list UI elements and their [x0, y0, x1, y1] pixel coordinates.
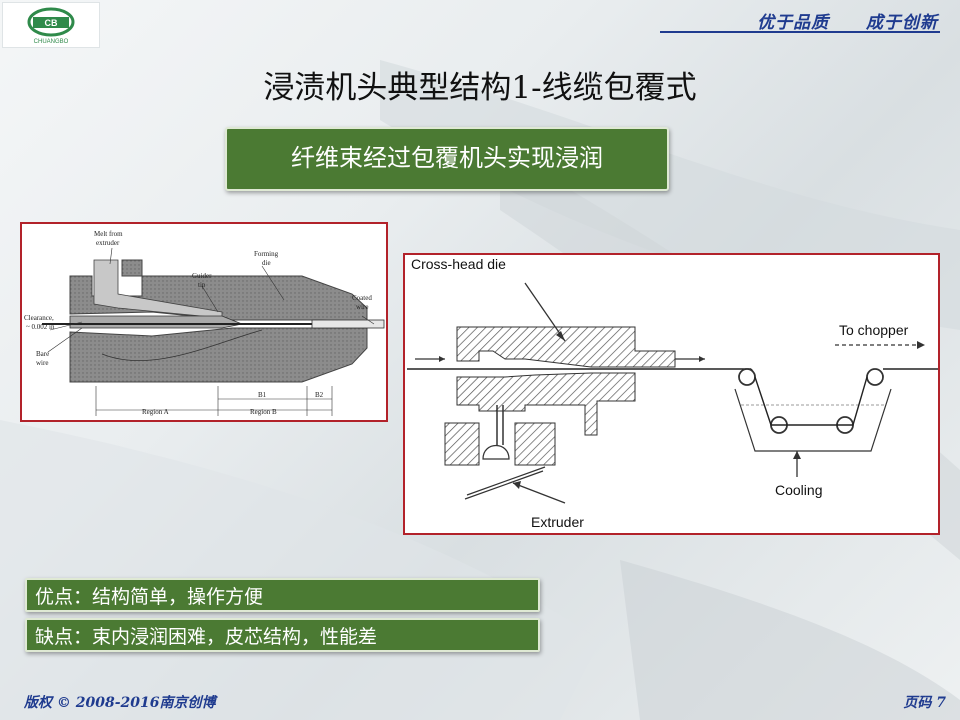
subtitle-box: 纤维束经过包覆机头实现浸润 [225, 127, 669, 191]
page-number: 页码 7 [903, 695, 946, 711]
label-forming: Forming [254, 250, 279, 258]
svg-text:CHUANGBO: CHUANGBO [34, 39, 69, 45]
label-b1: B1 [258, 391, 267, 399]
label-chopper: To chopper [839, 322, 909, 338]
crosshead-die-lower [456, 372, 636, 436]
crosshead-die-upper [456, 326, 676, 368]
guider-tip [69, 315, 244, 329]
melt-channel [93, 259, 223, 319]
label-region-b: Region B [250, 408, 277, 416]
extruder-screw [482, 444, 510, 460]
slogan-underline [660, 31, 940, 33]
label-coated: Coated [352, 294, 372, 302]
label-clearance: Clearance, [24, 314, 54, 322]
label-cooling: Cooling [775, 482, 822, 498]
label-region-a: Region A [142, 408, 169, 416]
label-b2: B2 [315, 391, 324, 399]
label-bare: Bare [36, 350, 49, 358]
label-extruder: Extruder [531, 514, 584, 530]
slogan-left: 优于品质 [757, 13, 830, 33]
crosshead-process-figure: Cross-head die To chopper Cooling Extrud… [403, 253, 940, 535]
label-guider2: tip [198, 281, 206, 289]
logo-icon: CB CHUANGBO [27, 7, 75, 45]
label-melt2: extruder [96, 239, 120, 247]
label-bare2: wire [36, 359, 48, 367]
wire-coating-die-figure: Melt from extruder Forming die Guider ti… [20, 222, 388, 422]
pros-box: 优点：结构简单，操作方便 [25, 578, 540, 612]
slogan: 优于品质 成于创新 [751, 8, 938, 33]
copyright: 版权 © 2008-2016南京创博 [24, 695, 216, 711]
coated-wire [311, 319, 385, 329]
label-guider: Guider [192, 272, 212, 280]
page-title: 浸渍机头典型结构1-线缆包覆式 [263, 70, 697, 106]
label-clearance2: ~ 0.002 in [26, 323, 55, 331]
leader-extruder [512, 482, 566, 504]
svg-text:CB: CB [45, 18, 58, 28]
slogan-right: 成于创新 [866, 13, 938, 33]
leader-crosshead [524, 282, 566, 342]
company-logo: CB CHUANGBO [2, 2, 100, 48]
die-body-lower [69, 327, 368, 383]
label-crosshead: Cross-head die [411, 256, 506, 272]
extruder-body [444, 422, 480, 466]
roller-1 [738, 368, 756, 386]
cooling-tank [734, 388, 892, 452]
cons-box: 缺点：束内浸润困难，皮芯结构，性能差 [25, 618, 540, 652]
label-forming2: die [262, 259, 271, 267]
label-coated2: wire [356, 303, 368, 311]
label-melt: Melt from [94, 230, 123, 238]
roller-4 [866, 368, 884, 386]
